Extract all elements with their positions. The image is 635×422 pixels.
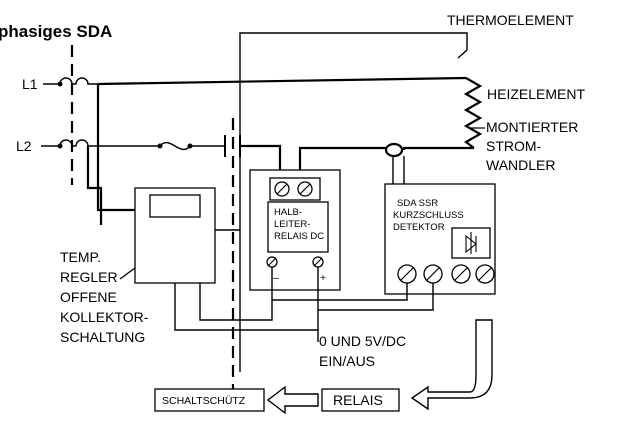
ssr-label-halb: HALB-	[274, 207, 302, 218]
label-thermoelement: THERMOELEMENT	[447, 12, 574, 28]
label-regler: REGLER	[60, 269, 118, 285]
dc-ssr-box	[249, 169, 341, 291]
label-signal-1: 0 UND 5V/DC	[319, 333, 406, 349]
label-montierter: MONTIERTER	[486, 119, 578, 135]
sda-label-1: SDA SSR	[397, 198, 438, 209]
ssr-terminal-minus: –	[273, 272, 279, 284]
sda-detector-box	[384, 183, 496, 295]
label-temp: TEMP.	[60, 249, 101, 265]
label-signal-2: EIN/AUS	[319, 353, 375, 369]
label-l2: L2	[16, 138, 32, 154]
schaltschuetz-box	[154, 388, 265, 412]
label-heizelement: HEIZELEMENT	[487, 86, 585, 102]
l1-line	[43, 76, 467, 212]
label-relais: RELAIS	[333, 392, 383, 408]
flow-arrow-detector	[410, 319, 493, 411]
label-l1: L1	[22, 76, 38, 92]
label-schaltschuetz: SCHALTSCHÜTZ	[162, 395, 246, 407]
control-wiring	[174, 229, 434, 342]
label-wandler: WANDLER	[486, 157, 556, 173]
label-offene: OFFENE	[60, 289, 117, 305]
temp-controller-box	[119, 187, 216, 284]
ssr-label-relais: RELAIS DC	[274, 231, 324, 242]
sda-label-2: KURZSCHLUSS	[393, 210, 464, 221]
heating-element	[402, 77, 483, 150]
diagram-title: phasiges SDA	[0, 22, 112, 41]
relais-box	[321, 388, 400, 412]
label-strom: STROM-	[486, 138, 542, 154]
flow-arrow-relais	[266, 385, 319, 415]
ssr-label-leiter: LEITER-	[274, 219, 310, 230]
sda-label-3: DETEKTOR	[393, 222, 445, 233]
label-schaltung: SCHALTUNG	[60, 329, 145, 345]
ssr-terminal-plus: +	[320, 272, 326, 284]
label-kollektor: KOLLEKTOR-	[60, 309, 149, 325]
